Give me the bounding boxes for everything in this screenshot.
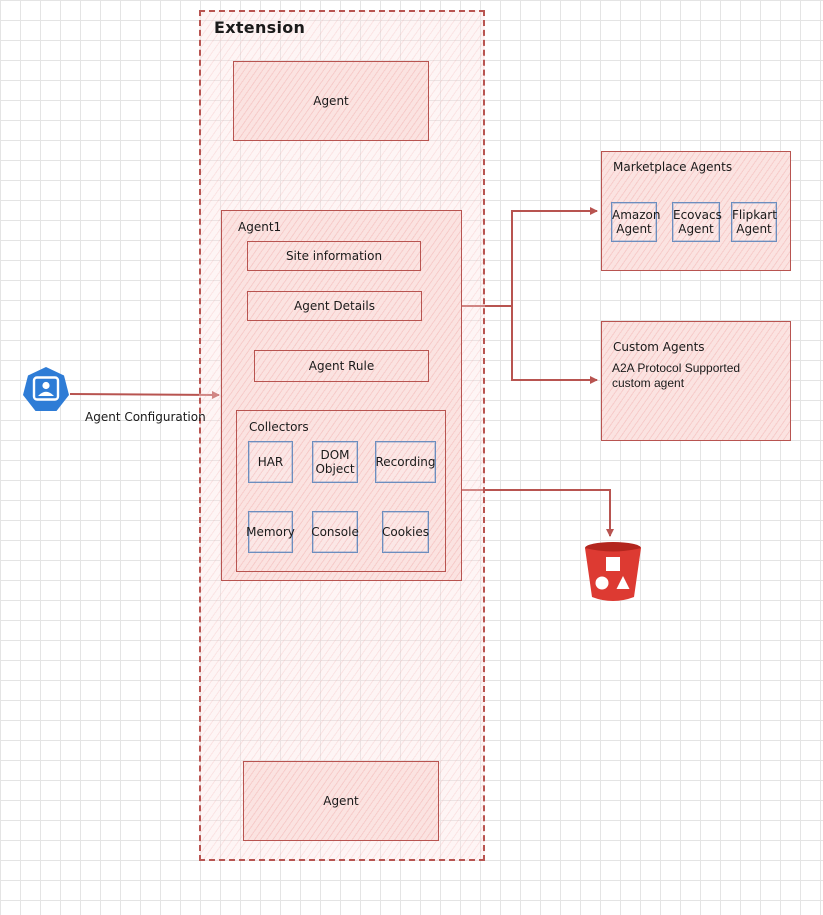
marketplace-amazon-agent[interactable]: Amazon Agent xyxy=(611,202,661,242)
collector-cookies[interactable]: Cookies xyxy=(382,511,429,553)
site-information-label: Site information xyxy=(285,249,383,263)
custom-agents-description: A2A Protocol Supported custom agent xyxy=(612,361,741,390)
custom-agents-title: Custom Agents xyxy=(613,340,705,354)
user-profile-icon[interactable] xyxy=(22,366,70,412)
extension-title: Extension xyxy=(214,18,306,37)
collector-memory-label: Memory xyxy=(246,525,295,539)
collector-console-label: Console xyxy=(311,525,359,539)
marketplace-flipkart-agent[interactable]: Flipkart Agent xyxy=(731,202,777,242)
collector-console[interactable]: Console xyxy=(311,511,359,553)
collector-har-label: HAR xyxy=(257,455,284,469)
collector-har[interactable]: HAR xyxy=(248,441,293,483)
agent-bottom-box[interactable]: Agent xyxy=(243,761,439,841)
collector-dom-object[interactable]: DOM Object xyxy=(312,441,358,483)
collector-memory[interactable]: Memory xyxy=(246,511,295,553)
agent-rule-box[interactable]: Agent Rule xyxy=(254,350,429,382)
ecovacs-agent-label: Ecovacs Agent xyxy=(673,208,722,236)
marketplace-ecovacs-agent[interactable]: Ecovacs Agent xyxy=(672,202,722,242)
agent1-title: Agent1 xyxy=(238,220,282,234)
config-arrow xyxy=(69,390,220,399)
agent-top-label: Agent xyxy=(313,94,349,108)
marketplace-agents-title: Marketplace Agents xyxy=(613,160,733,174)
collector-dom-object-label: DOM Object xyxy=(315,448,355,476)
custom-agents-container[interactable] xyxy=(601,321,791,441)
collector-recording[interactable]: Recording xyxy=(375,441,436,483)
storage-bucket-icon[interactable] xyxy=(584,541,642,603)
agent-details-label: Agent Details xyxy=(294,299,375,313)
agent-details-box[interactable]: Agent Details xyxy=(247,291,422,321)
agent-rule-label: Agent Rule xyxy=(308,359,375,373)
collector-recording-label: Recording xyxy=(375,455,436,469)
site-information-box[interactable]: Site information xyxy=(247,241,421,271)
collector-cookies-label: Cookies xyxy=(382,525,429,539)
agent-configuration-label: Agent Configuration xyxy=(85,410,206,424)
agent-bottom-label: Agent xyxy=(323,794,359,808)
collectors-title: Collectors xyxy=(249,420,309,434)
agent-top-box[interactable]: Agent xyxy=(233,61,429,141)
amazon-agent-label: Amazon Agent xyxy=(612,208,661,236)
flipkart-agent-label: Flipkart Agent xyxy=(732,208,777,236)
